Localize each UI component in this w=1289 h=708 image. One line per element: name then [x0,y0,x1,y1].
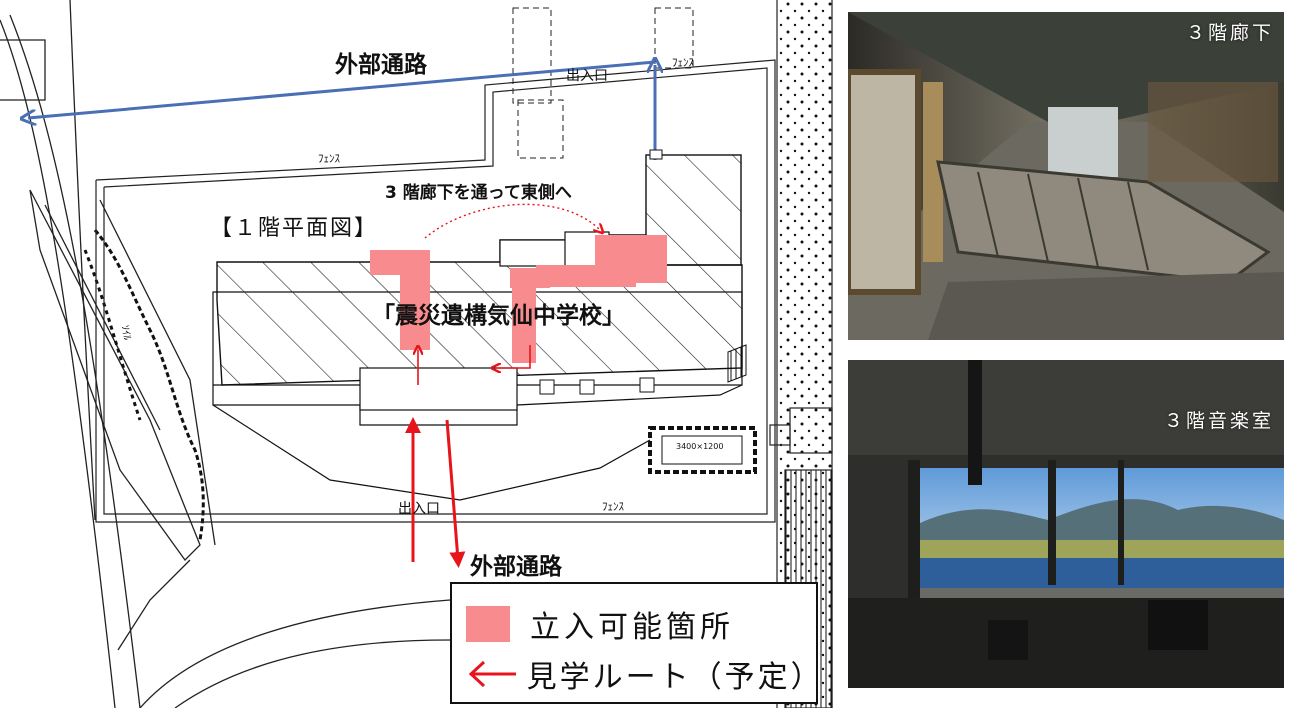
fence-top-left-label: ﾌｪﾝｽ [318,152,340,165]
outer-route-arrows [28,62,655,160]
floor-plan-label: 【１階平面図】 [210,216,379,241]
outer-path-top-label: 外部通路 [335,52,427,78]
route-note-label: 3 階廊下を通って東側へ [385,183,572,203]
legend-item-accessible: 立入可能箇所 [466,602,734,646]
tank-label: 3400×1200 [676,442,724,451]
embankment-stones [83,229,205,541]
corridor-photo: ３階廊下 [848,12,1284,340]
corridor-caption: ３階廊下 [1185,22,1274,44]
fence-top-right-label: ﾌｪﾝｽ [672,56,694,69]
site-boundary-lines [0,0,451,708]
route-dotted-arrow [424,203,600,239]
outer-path-bottom-label: 外部通路 [470,554,562,580]
legend-route-label: 見学ルート（予定） [526,660,824,695]
legend: 立入可能箇所 見学ルート（予定） [450,582,824,704]
music-room-photo: ３階音楽室 [848,360,1284,688]
entrance-top-label: 出入口 [566,68,608,84]
gate-marker [649,149,663,160]
legend-accessible-label: 立入可能箇所 [530,610,734,645]
accessible-areas [370,235,667,363]
legend-item-route: 見学ルート（予定） [466,652,824,696]
left-arrow-icon [468,660,516,688]
accessible-swatch [466,606,510,642]
tour-route-arrows [405,345,531,568]
entrance-bottom-label: 出入口 [398,501,440,517]
music-room-caption: ３階音楽室 [1163,410,1274,432]
tank [648,426,757,474]
site-fence [95,59,776,523]
dashed-structures [512,7,694,159]
building-name-label: 「震災遺構気仙中学校」 [372,303,625,329]
fence-bottom-label: ﾌｪﾝｽ [602,500,624,513]
soil-label: ｿｲﾙ [118,324,133,342]
